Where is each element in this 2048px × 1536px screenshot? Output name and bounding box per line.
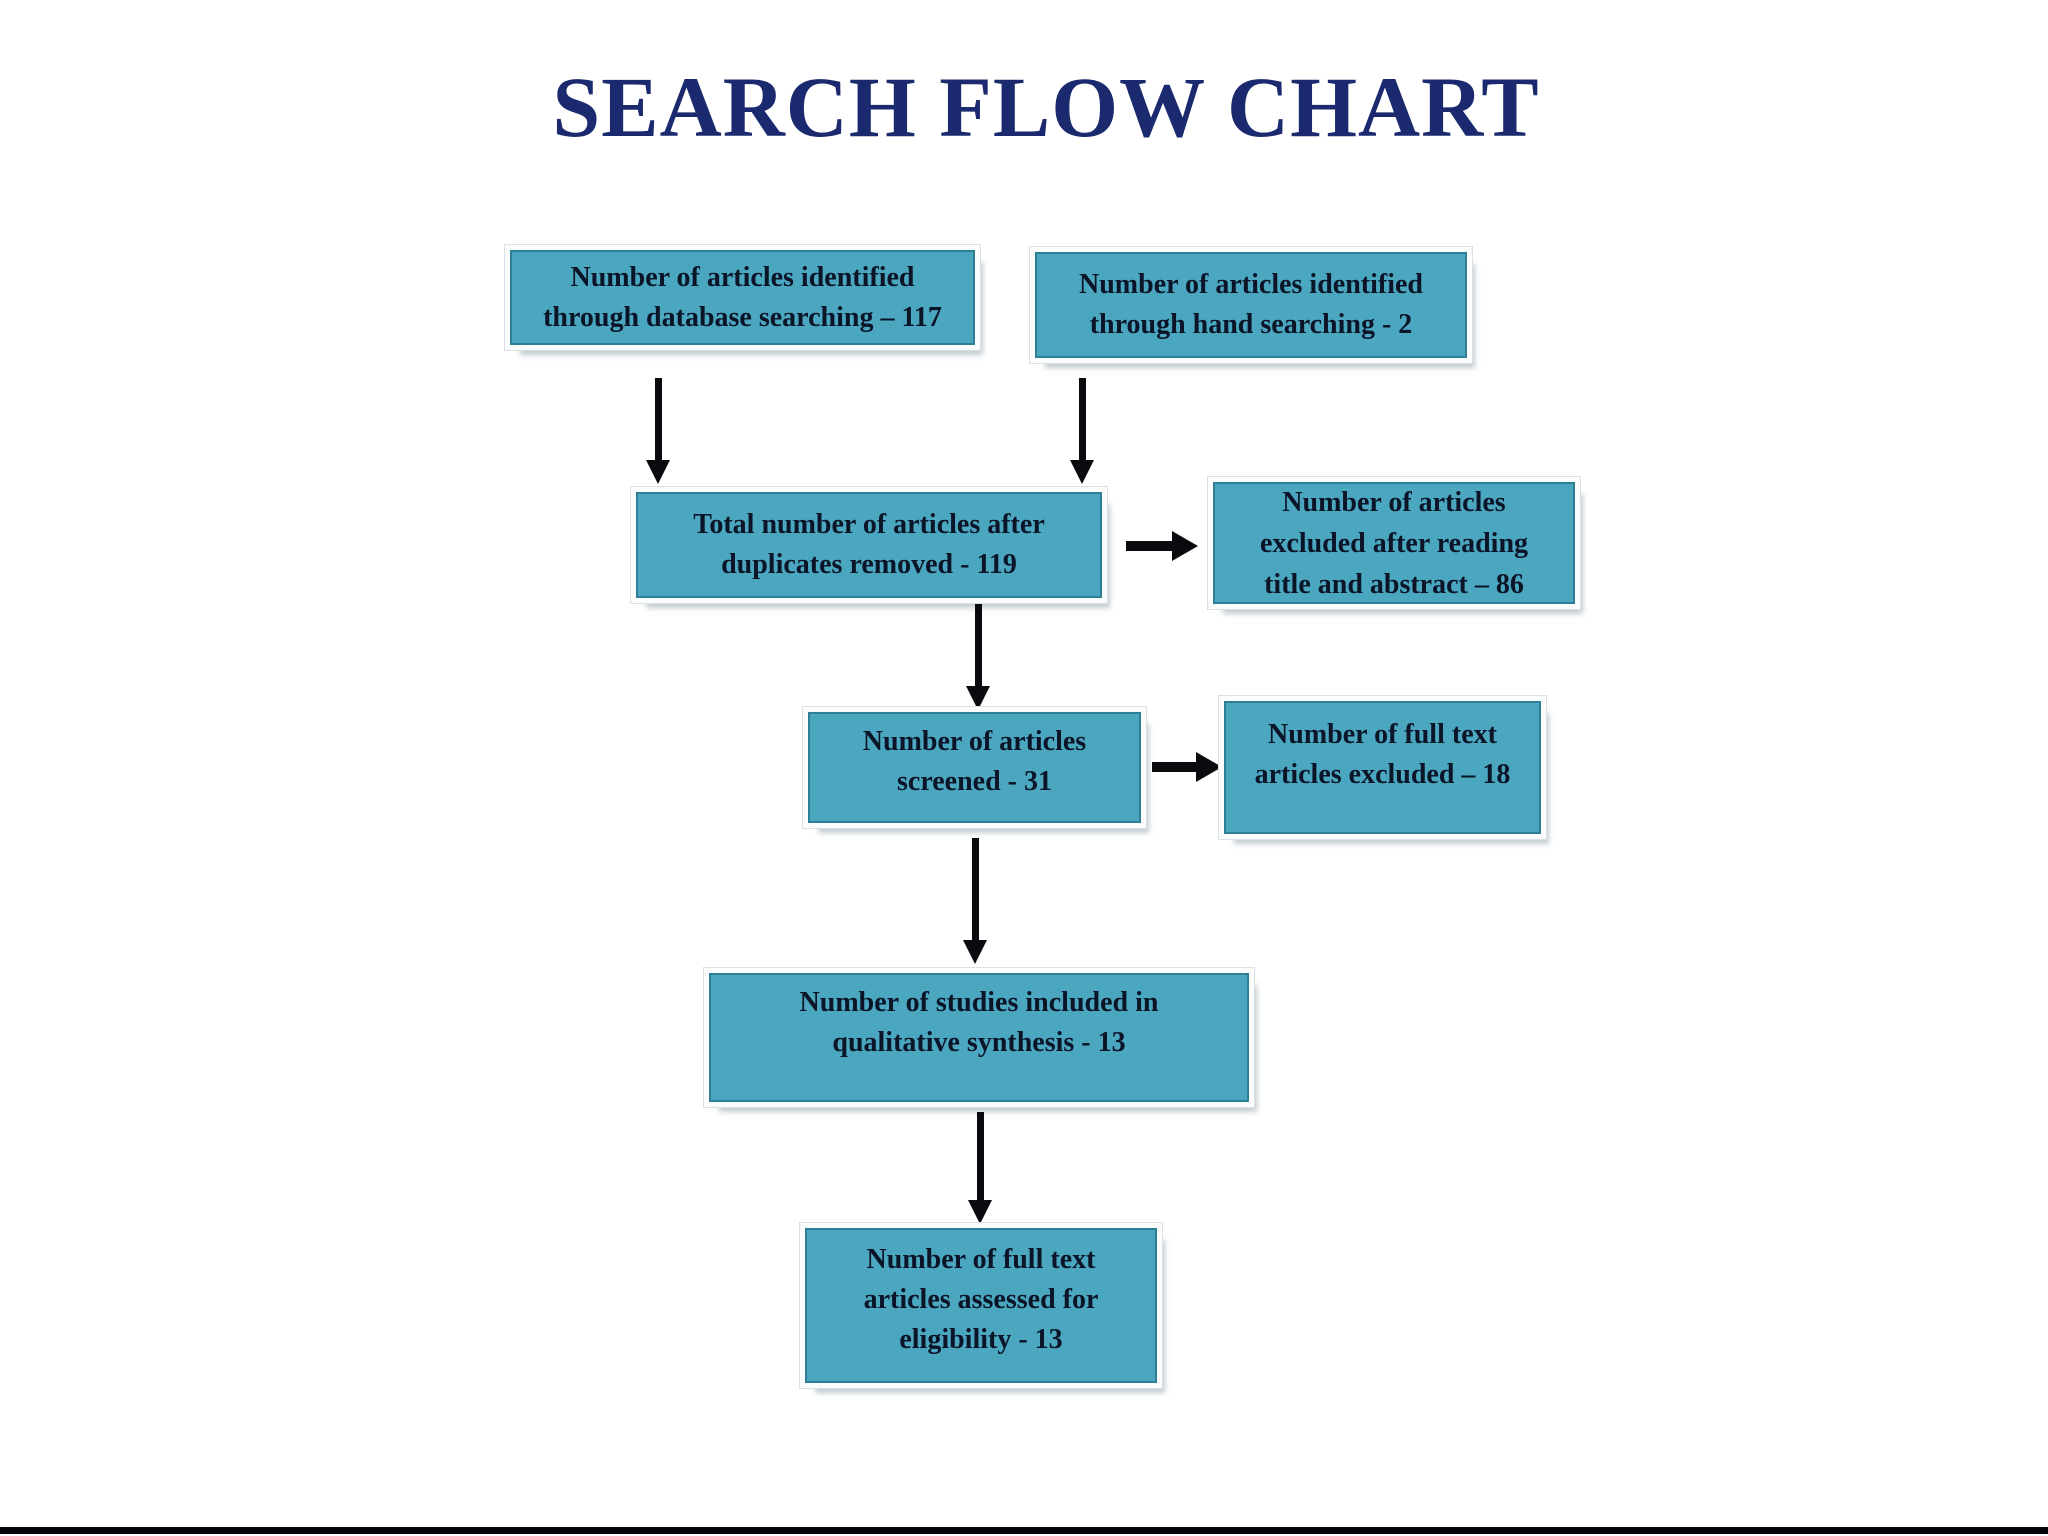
arrow-database-to-duplicates-shaft bbox=[655, 378, 662, 460]
box-text-line: Total number of articles after bbox=[693, 509, 1045, 540]
box-identified-hand: Number of articles identified through ha… bbox=[1035, 252, 1467, 358]
box-text-line: through hand searching - 2 bbox=[1089, 309, 1413, 340]
box-text-line: screened - 31 bbox=[897, 766, 1052, 797]
arrow-hand-to-duplicates-shaft bbox=[1079, 378, 1086, 460]
box-qualitative-synthesis: Number of studies included in qualitativ… bbox=[709, 973, 1249, 1102]
box-excluded-title-abstract: Number of articles excluded after readin… bbox=[1213, 482, 1575, 604]
box-text-line: Number of full text bbox=[866, 1244, 1096, 1275]
arrow-qualitative-to-eligibility-shaft bbox=[977, 1112, 984, 1200]
arrow-duplicates-to-excluded-head bbox=[1172, 531, 1198, 561]
box-fulltext-excluded: Number of full text articles excluded – … bbox=[1224, 701, 1541, 834]
arrow-screened-to-qualitative-shaft bbox=[972, 838, 979, 940]
box-identified-database: Number of articles identified through da… bbox=[510, 250, 975, 345]
box-text-line: eligibility - 13 bbox=[899, 1324, 1063, 1355]
box-text-line: Number of articles bbox=[1282, 486, 1506, 518]
box-text-line: Number of articles bbox=[862, 726, 1087, 757]
box-text-line: duplicates removed - 119 bbox=[721, 549, 1017, 580]
box-duplicates-removed: Total number of articles after duplicate… bbox=[636, 492, 1102, 598]
arrow-duplicates-to-screened-head bbox=[966, 686, 990, 710]
box-text-line: through database searching – 117 bbox=[543, 301, 942, 333]
page-title: SEARCH FLOW CHART bbox=[552, 59, 1540, 155]
box-text-line: qualitative synthesis - 13 bbox=[832, 1027, 1126, 1058]
arrow-database-to-duplicates-head bbox=[646, 460, 670, 484]
box-text-line: Number of articles identified bbox=[570, 261, 915, 293]
arrow-duplicates-to-screened-shaft bbox=[975, 604, 982, 686]
arrow-hand-to-duplicates-head bbox=[1070, 460, 1094, 484]
box-fulltext-eligibility: Number of full text articles assessed fo… bbox=[805, 1228, 1157, 1383]
box-text-line: Number of studies included in bbox=[799, 987, 1159, 1018]
box-screened: Number of articles screened - 31 bbox=[808, 712, 1141, 823]
box-text-line: Number of articles identified bbox=[1079, 269, 1423, 300]
arrow-duplicates-to-excluded-shaft bbox=[1126, 541, 1172, 551]
arrow-screened-to-fulltext-excluded-shaft bbox=[1152, 762, 1196, 772]
box-text-line: title and abstract – 86 bbox=[1264, 568, 1524, 600]
bottom-rule bbox=[0, 1527, 2048, 1534]
box-text-line: articles excluded – 18 bbox=[1254, 759, 1511, 790]
box-text-line: articles assessed for bbox=[863, 1284, 1099, 1315]
box-text-line: excluded after reading bbox=[1259, 527, 1529, 559]
arrow-screened-to-qualitative-head bbox=[963, 940, 987, 964]
arrow-qualitative-to-eligibility-head bbox=[968, 1200, 992, 1224]
arrow-screened-to-fulltext-excluded-head bbox=[1196, 752, 1222, 782]
box-text-line: Number of full text bbox=[1268, 719, 1497, 750]
